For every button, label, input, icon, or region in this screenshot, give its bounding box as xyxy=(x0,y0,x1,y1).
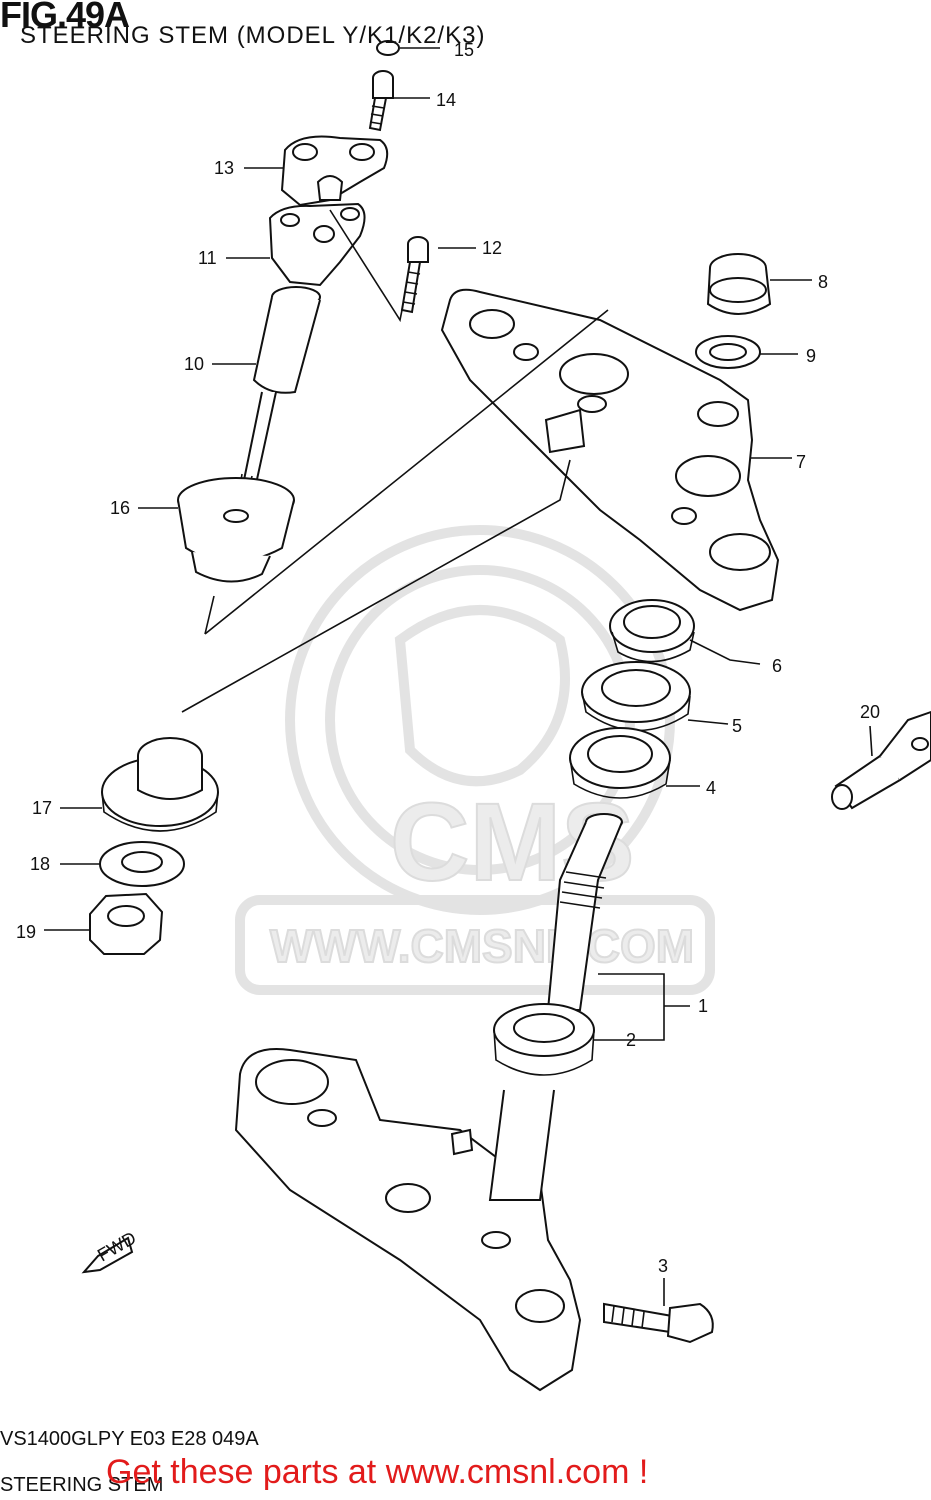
watermark-brand: CMS xyxy=(390,781,634,904)
callout-4: 4 xyxy=(706,778,716,798)
part-8-cap xyxy=(706,253,772,315)
part-11-lower-clamp xyxy=(268,202,366,287)
part-7-upper-bracket xyxy=(440,288,780,612)
part-17-bearing xyxy=(101,737,219,832)
ref-line-7-16 xyxy=(204,309,609,635)
drawing-name: STEERING STEM xyxy=(0,1474,164,1496)
part-10-rod xyxy=(235,286,321,505)
callout-17: 17 xyxy=(32,798,52,818)
part-14-bolt xyxy=(368,70,394,132)
callout-11: 11 xyxy=(198,248,217,268)
callout-18: 18 xyxy=(30,854,50,874)
callout-5: 5 xyxy=(732,716,742,736)
part-18-washer xyxy=(99,841,185,887)
leader-lines xyxy=(44,47,873,1306)
part-15-cap xyxy=(376,40,400,56)
promo-link[interactable]: Get these parts at www.cmsnl.com ! xyxy=(106,1453,649,1491)
callout-20: 20 xyxy=(860,702,880,722)
callout-8: 8 xyxy=(818,272,828,292)
ref-line-7-17 xyxy=(181,459,571,713)
callout-9: 9 xyxy=(806,346,816,366)
callout-10: 10 xyxy=(184,354,204,374)
callout-14: 14 xyxy=(436,90,456,110)
figure-subtitle: STEERING STEM (MODEL Y/K1/K2/K3) xyxy=(20,22,486,49)
callout-13: 13 xyxy=(214,158,234,178)
callout-19: 19 xyxy=(16,922,36,942)
callout-6: 6 xyxy=(772,656,782,676)
part-9-washer xyxy=(695,335,761,369)
part-12-bolt xyxy=(400,236,429,314)
part-3-bolt xyxy=(603,1302,714,1344)
part-13-upper-clamp xyxy=(280,135,389,207)
part-4-bearing xyxy=(569,727,671,799)
figure-title: FIG.49A xyxy=(0,0,130,35)
part-6-nut xyxy=(609,599,695,663)
callout-16: 16 xyxy=(110,498,130,518)
callout-3: 3 xyxy=(658,1256,668,1276)
part-5-seal xyxy=(581,661,691,732)
part-11-ref-line xyxy=(329,209,405,323)
part-2-bearing xyxy=(493,1003,595,1076)
part-19-nut xyxy=(89,892,164,955)
watermark-url: WWW.CMSNL.COM xyxy=(270,920,694,972)
fwd-direction-marker: FWD xyxy=(81,1228,139,1274)
callout-1: 1 xyxy=(698,996,708,1016)
watermark: CMS WWW.CMSNL.COM xyxy=(235,525,715,995)
drawing-code: VS1400GLPY E03 E28 049A xyxy=(0,1428,259,1450)
callout-7: 7 xyxy=(796,452,806,472)
callout-15: 15 xyxy=(454,40,474,60)
callout-12: 12 xyxy=(482,238,502,258)
callout-numbers: 15 14 13 11 12 10 16 8 9 7 6 5 4 20 17 1… xyxy=(16,40,880,1276)
part-16-mount xyxy=(177,477,295,583)
callout-2: 2 xyxy=(626,1030,636,1050)
part-1-steering-stem xyxy=(234,813,623,1392)
part-20-switch xyxy=(831,710,931,810)
